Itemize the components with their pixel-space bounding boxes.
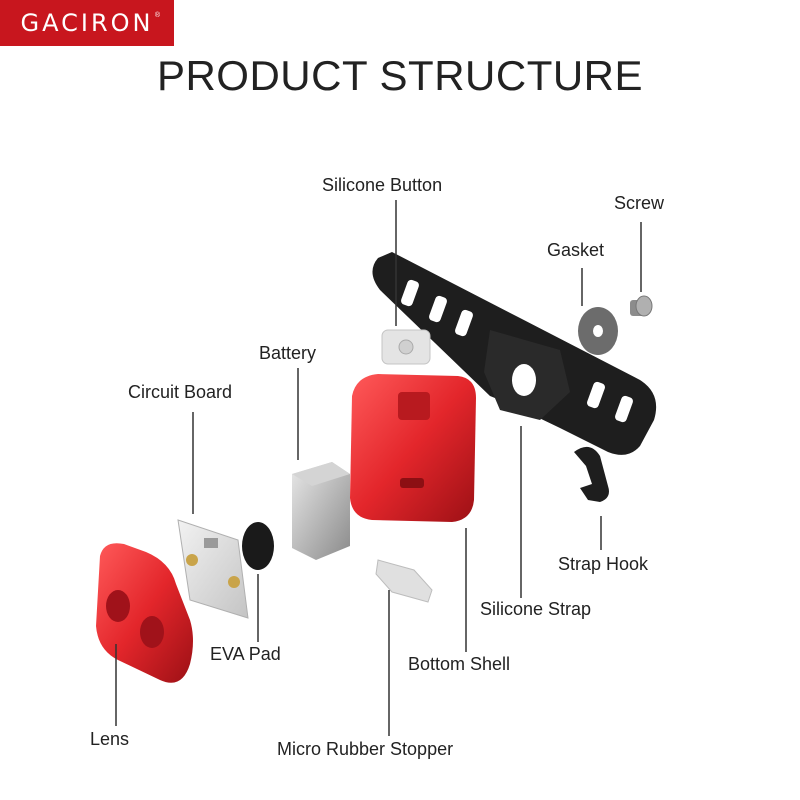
label-silicone-strap: Silicone Strap — [480, 599, 592, 619]
label-eva-pad: EVA Pad — [210, 644, 281, 664]
strap-hook-part — [574, 446, 609, 502]
circuit-board-part — [177, 519, 249, 619]
silicone-strap-part — [372, 252, 657, 455]
lens-part — [96, 543, 193, 683]
label-silicone-button: Silicone Button — [322, 175, 443, 195]
battery-part — [292, 462, 350, 560]
label-micro-rubber-stopper: Micro Rubber Stopper — [277, 739, 454, 759]
brand-logo-text: GACIRON — [20, 9, 154, 37]
eva-pad-part — [242, 522, 274, 570]
label-battery: Battery — [259, 343, 317, 363]
label-screw: Screw — [614, 193, 665, 213]
page-title: PRODUCT STRUCTURE — [156, 52, 644, 99]
micro-rubber-stopper-part — [375, 559, 433, 603]
label-bottom-shell: Bottom Shell — [408, 654, 511, 674]
label-lens: Lens — [90, 729, 130, 749]
gasket-part — [578, 307, 618, 355]
registered-mark: ® — [154, 12, 160, 19]
screw-part — [630, 295, 653, 317]
silicone-button-part — [381, 329, 431, 365]
bottom-shell-part — [350, 374, 476, 522]
label-gasket: Gasket — [547, 240, 605, 260]
brand-logo: GACIRON ® — [0, 0, 174, 46]
label-strap-hook: Strap Hook — [558, 554, 649, 574]
label-circuit-board: Circuit Board — [128, 382, 233, 402]
